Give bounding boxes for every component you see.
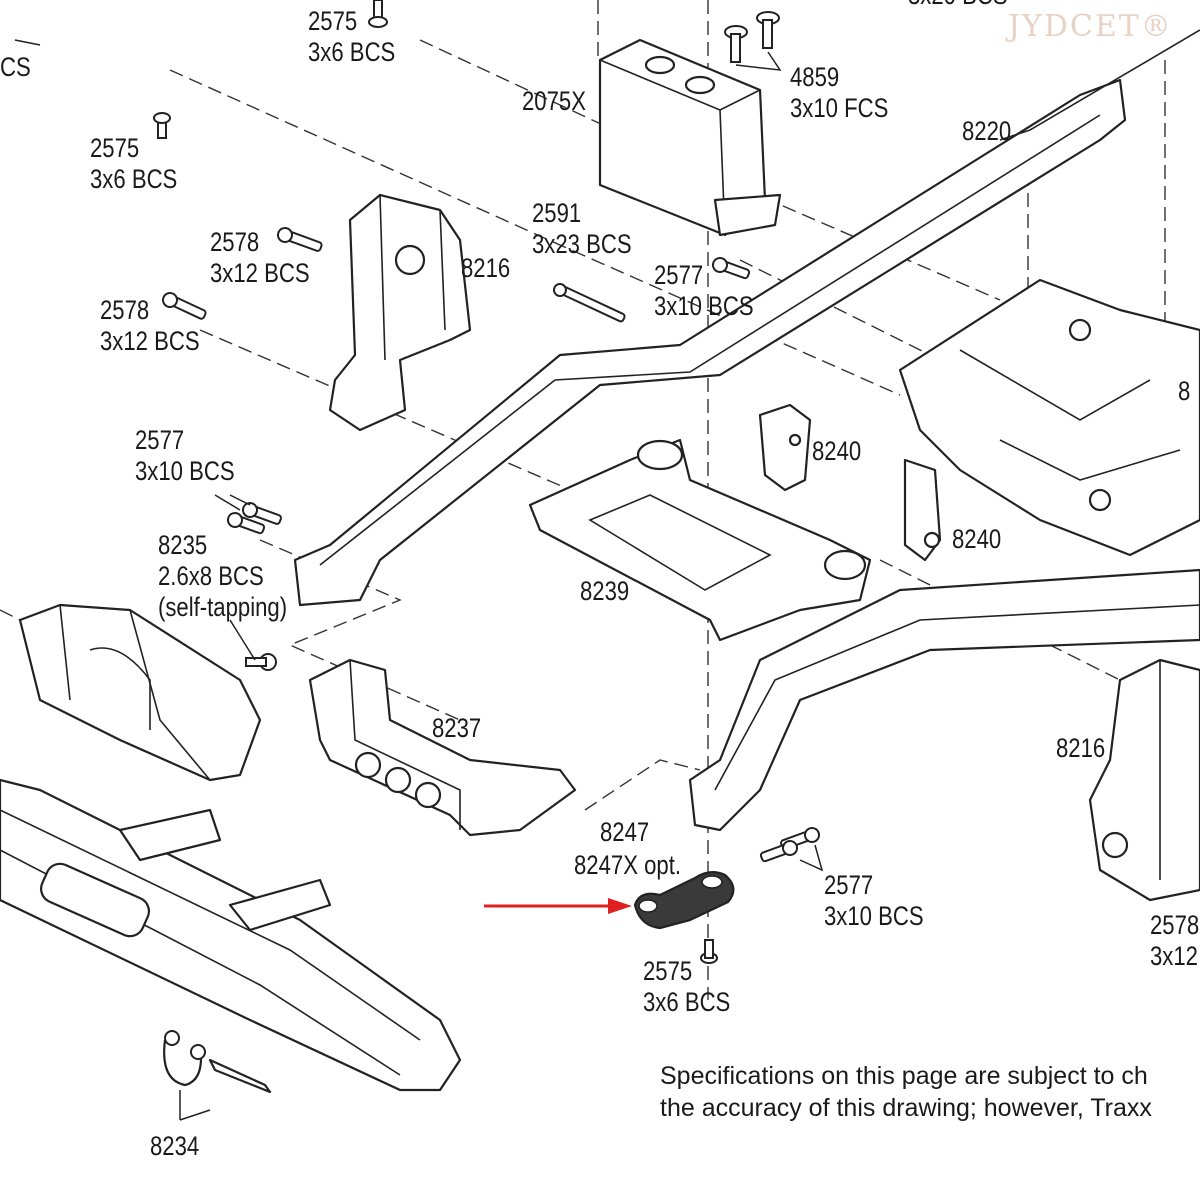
callout-spec: 3x12 BCS — [210, 259, 310, 289]
callout-spec: 3x6 BCS — [643, 988, 730, 1018]
callout-number: 2578 — [100, 296, 149, 326]
watermark: JYDCET® — [1005, 9, 1173, 44]
callout-number: 2591 — [532, 199, 581, 229]
callout-extra: (self-tapping) — [158, 593, 287, 623]
callout-spec: 3x6 BCS — [90, 165, 177, 195]
callout-spec: 3x10 BCS — [135, 457, 235, 487]
callout-number: 8 — [1178, 377, 1190, 407]
servo-horn-8247 — [633, 871, 735, 930]
callout-number: 8240 — [812, 437, 861, 467]
bumper-mount-8237 — [308, 658, 577, 837]
callout-spec: 8247X opt. — [574, 851, 681, 881]
callout-number: 2578 — [210, 228, 259, 258]
chassis-frame-8220 — [293, 29, 1200, 832]
callout-spec: 3x10 BCS — [654, 292, 754, 322]
callout-spec: 3x20 BCS — [908, 0, 1008, 11]
callout-number: 8216 — [461, 254, 510, 284]
red-indicator-arrow — [484, 898, 632, 914]
callout-number: 4859 — [790, 63, 839, 93]
callout-number: 2577 — [654, 261, 703, 291]
callout-spec: 3x12 — [1150, 942, 1198, 972]
bracket-8240-lower — [903, 458, 942, 562]
skid-plate-8239 — [528, 438, 872, 642]
callout-spec: CS — [0, 53, 31, 83]
winch-housing — [18, 603, 262, 782]
callout-number: 2575 — [90, 134, 139, 164]
callout-spec: 3x6 BCS — [308, 38, 395, 68]
bracket-8240-upper — [758, 403, 812, 492]
callout-number: 8240 — [952, 525, 1001, 555]
callout-number: 2577 — [824, 871, 873, 901]
callout-number: 8237 — [432, 714, 481, 744]
callout-number: 2578 — [1150, 911, 1199, 941]
callout-labels: 2575 3x6 BCS 2575 3x6 BCS 2075X 4859 3x1… — [0, 0, 1199, 1162]
callout-number: 2075X — [522, 87, 586, 117]
disclaimer-line-1: Specifications on this page are subject … — [660, 1062, 1148, 1090]
servo-2075x — [598, 38, 782, 237]
callout-number: 8247 — [600, 818, 649, 848]
callout-number: 2577 — [135, 426, 184, 456]
callout-number: 2575 — [643, 957, 692, 987]
callout-number: 8235 — [158, 531, 207, 561]
body-mount-8216-left — [328, 193, 472, 432]
screws — [14, 0, 824, 1121]
callout-number: 8234 — [150, 1132, 199, 1162]
callout-spec: 3x10 BCS — [824, 902, 924, 932]
callout-spec: 3x12 BCS — [100, 327, 200, 357]
callout-number: 8216 — [1056, 734, 1105, 764]
front-bumper — [0, 778, 462, 1092]
callout-spec: 2.6x8 BCS — [158, 562, 264, 592]
d-ring-shackle — [163, 1030, 272, 1094]
callout-number: 8239 — [580, 577, 629, 607]
callout-spec: 3x10 FCS — [790, 94, 888, 124]
body-mount-8216-right — [1088, 658, 1200, 902]
callout-number: 8220 — [962, 117, 1011, 147]
callout-spec: 3x23 BCS — [532, 230, 632, 260]
callout-number: 2575 — [308, 7, 357, 37]
motor-mount-right — [898, 278, 1200, 557]
disclaimer-line-2: the accuracy of this drawing; however, T… — [660, 1094, 1152, 1122]
